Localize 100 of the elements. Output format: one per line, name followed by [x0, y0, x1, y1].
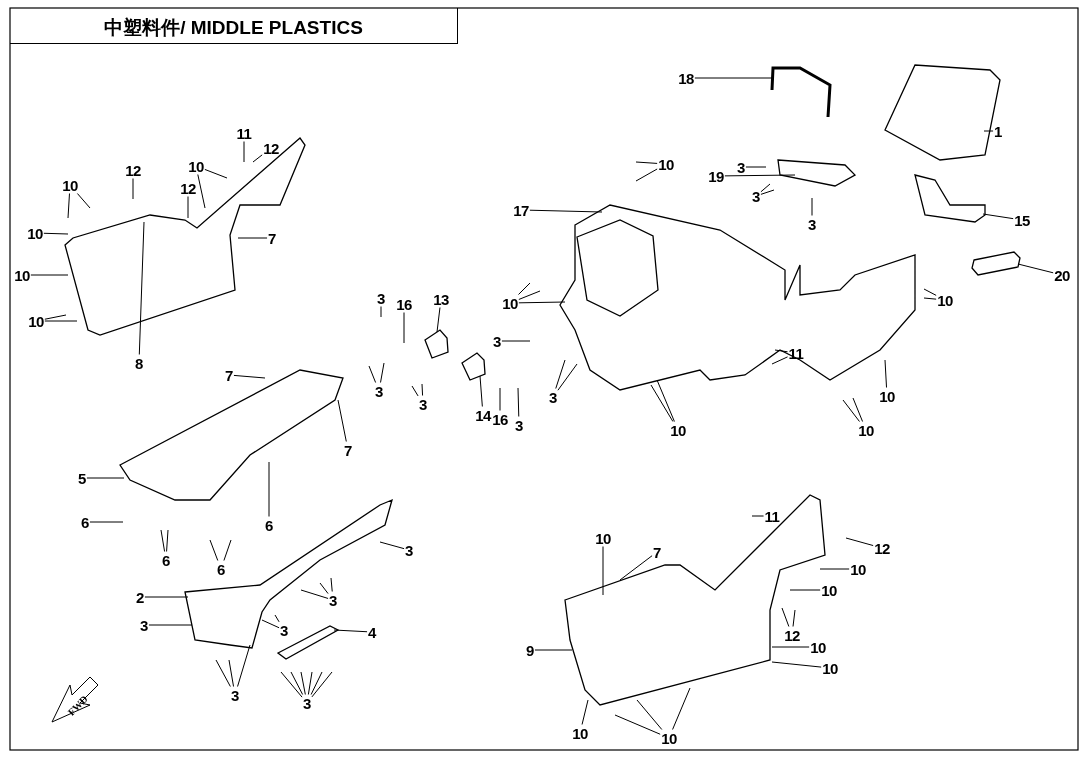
leader-line: [518, 282, 531, 295]
leader-line: [501, 340, 531, 342]
leader-line: [215, 659, 231, 687]
leader-line: [380, 362, 385, 383]
callout-number: 10: [810, 639, 826, 655]
console-tunnel-drawing: [120, 370, 343, 500]
leader-line: [636, 699, 663, 730]
callout-number: 11: [764, 508, 780, 524]
side-panel-drawing: [65, 138, 305, 335]
leader-line: [132, 178, 134, 200]
leader-line: [694, 77, 773, 79]
leader-line: [1017, 263, 1054, 274]
callout-number: 7: [653, 544, 661, 560]
cover-panel-drawing: [885, 65, 1000, 160]
leader-line: [237, 644, 251, 687]
callout-number: 10: [670, 422, 686, 438]
callout-number: 10: [502, 295, 518, 311]
callout-number: 2: [136, 589, 144, 605]
leader-line: [529, 209, 603, 213]
callout-number: 3: [515, 417, 523, 433]
callout-number: 6: [81, 514, 89, 530]
leader-line: [842, 399, 860, 422]
callout-number: 3: [808, 216, 816, 232]
callout-number: 10: [850, 561, 866, 577]
leader-line: [635, 168, 658, 182]
callout-number: 10: [858, 422, 874, 438]
leader-line: [499, 387, 501, 411]
callout-number: 16: [492, 411, 508, 427]
callout-number: 3: [280, 622, 288, 638]
bracket-drawing: [915, 175, 985, 222]
leader-line: [30, 274, 69, 276]
leader-line: [379, 541, 405, 550]
leader-line: [771, 356, 789, 365]
callout-number: 10: [595, 530, 611, 546]
storage-tray-drawing: [185, 500, 392, 648]
leader-line: [76, 193, 91, 209]
leader-line: [280, 671, 303, 698]
callout-number: 14: [475, 407, 491, 423]
leader-line: [160, 529, 166, 552]
leader-line: [884, 359, 888, 388]
callout-number: 10: [658, 156, 674, 172]
leader-line: [290, 671, 304, 695]
callout-number: 3: [737, 159, 745, 175]
clip-drawing: [462, 353, 485, 380]
leader-line: [436, 307, 441, 333]
callout-number: 20: [1054, 267, 1070, 283]
callout-number: 10: [937, 292, 953, 308]
callout-number: 3: [419, 396, 427, 412]
leader-line: [751, 515, 765, 517]
leader-line: [333, 629, 368, 633]
callout-number: 1: [994, 123, 1002, 139]
callout-number: 3: [140, 617, 148, 633]
callout-number: 11: [236, 125, 252, 141]
leader-line: [300, 589, 329, 599]
leader-line: [197, 174, 206, 209]
callout-number: 10: [14, 267, 30, 283]
leader-line: [672, 687, 691, 730]
callout-number: 10: [879, 388, 895, 404]
callout-number: 10: [28, 313, 44, 329]
leader-line: [252, 154, 263, 163]
leader-line: [819, 568, 850, 570]
callout-number: 3: [549, 389, 557, 405]
leader-line: [771, 646, 810, 648]
leader-line: [982, 213, 1014, 220]
leader-line: [89, 521, 124, 523]
leader-line: [534, 649, 573, 651]
callout-number: 19: [708, 168, 724, 184]
leader-line: [380, 306, 382, 318]
callout-number: 6: [217, 561, 225, 577]
leader-line: [518, 301, 566, 304]
leader-line: [581, 699, 589, 725]
diagram-title: 中塑料件/ MIDDLE PLASTICS: [103, 16, 364, 40]
leader-line: [403, 312, 405, 344]
leader-line: [223, 539, 232, 561]
plate-drawing: [278, 626, 338, 659]
clip-drawing: [425, 330, 448, 358]
leader-line: [781, 607, 790, 627]
leader-line: [368, 365, 377, 383]
leader-line: [923, 288, 937, 296]
callout-number: 6: [162, 552, 170, 568]
leader-line: [44, 320, 78, 322]
leader-line: [204, 168, 228, 179]
callout-number: 5: [78, 470, 86, 486]
leader-line: [144, 596, 189, 598]
leader-line: [268, 461, 270, 517]
callout-number: 10: [62, 177, 78, 193]
switch-plate-drawing: [972, 252, 1020, 275]
leader-line: [274, 614, 280, 623]
callout-number: 12: [784, 627, 800, 643]
callout-number: 6: [265, 517, 273, 533]
leader-line: [724, 174, 796, 177]
leader-line: [243, 141, 245, 163]
handle-bar-drawing: [772, 68, 830, 117]
callout-number: 7: [344, 442, 352, 458]
leader-line: [602, 546, 604, 596]
leader-line: [310, 671, 323, 695]
leader-line: [656, 379, 675, 422]
callout-number: 10: [821, 582, 837, 598]
leader-line: [811, 197, 813, 216]
leader-line: [411, 385, 419, 397]
